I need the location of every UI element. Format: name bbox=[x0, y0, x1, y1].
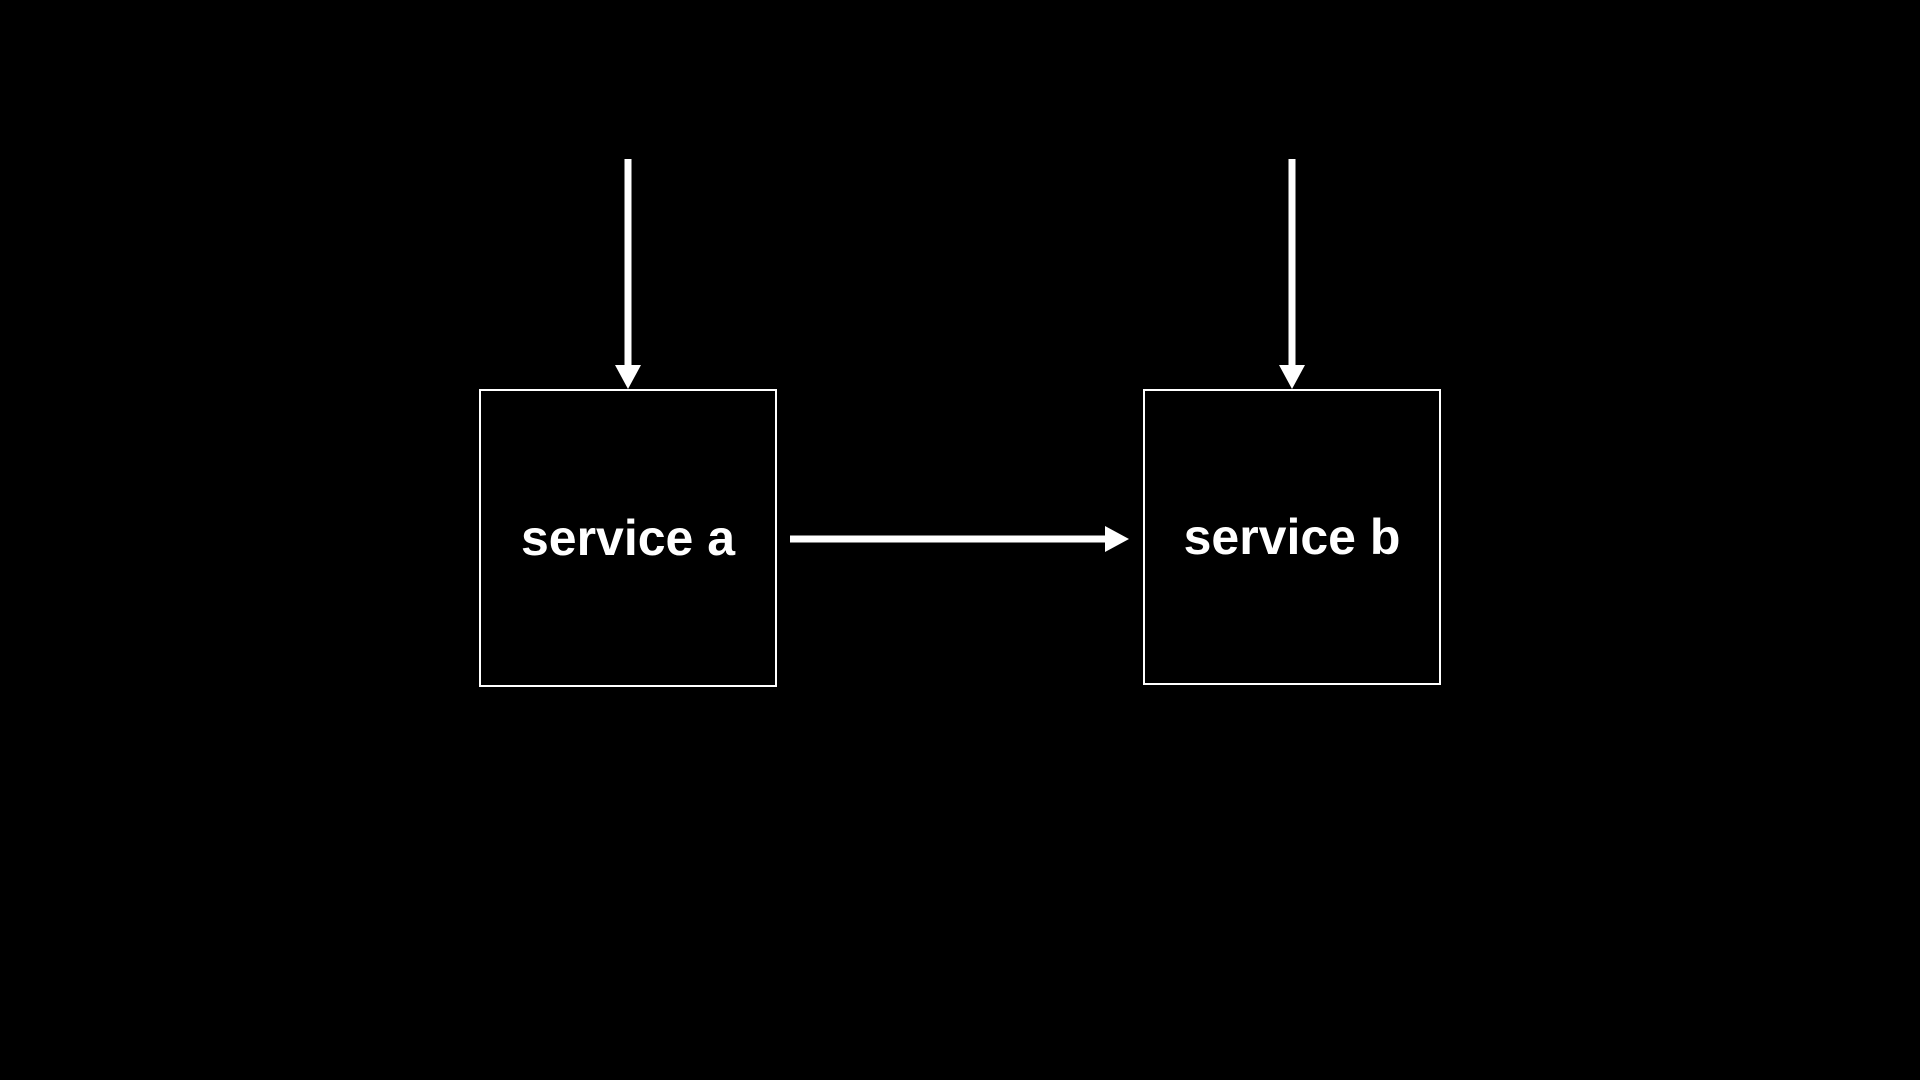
incoming-arrow-service-a-arrowhead-icon bbox=[615, 365, 641, 389]
node-service-b: service b bbox=[1143, 389, 1441, 685]
node-service-b-label: service b bbox=[1183, 509, 1401, 565]
node-service-a: service a bbox=[479, 389, 777, 687]
node-service-a-label: service a bbox=[520, 510, 736, 566]
incoming-arrow-service-b-arrowhead-icon bbox=[1279, 365, 1305, 389]
arrow-service-a-to-service-b-arrowhead-icon bbox=[1105, 526, 1129, 552]
